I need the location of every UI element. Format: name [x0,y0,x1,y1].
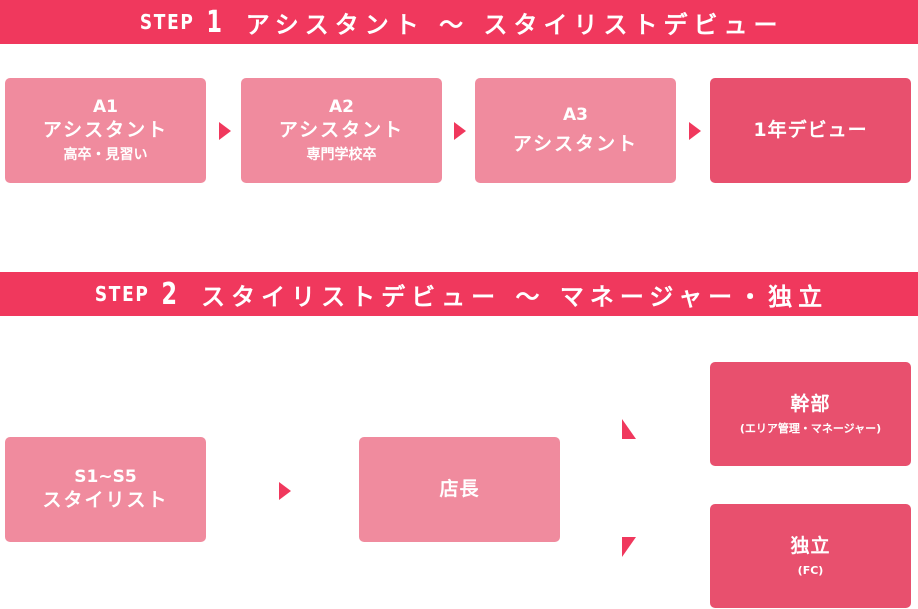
step2-title: スタイリストデビュー ～ マネージャー・独立 [201,282,829,311]
a3-title: アシスタント [512,133,639,156]
a2-code: A2 [329,97,354,117]
a2-subtitle: 専門学校卒 [306,147,377,164]
store-manager-box: 店長 [359,437,560,542]
a1-assistant-box: A1 アシスタント 高卒・見習い [5,78,206,183]
a1-subtitle: 高卒・見習い [63,147,148,164]
step2-banner: STEP 2 スタイリストデビュー ～ マネージャー・独立 [0,272,918,316]
arrow-right-icon [454,122,466,140]
a2-title: アシスタント [278,119,405,142]
stylist-code: S1~S5 [74,466,137,487]
independent-box: 独立 (FC) [710,504,911,608]
arrow-up-right-icon [622,419,636,439]
arrow-down-right-icon [622,537,636,557]
step1-word: STEP [139,10,195,34]
a3-assistant-box: A3 アシスタント [475,78,676,183]
step1-number: 1 [206,4,227,40]
debut-box: 1年デビュー [710,78,911,183]
arrow-right-icon [279,482,291,500]
a1-title: アシスタント [42,119,169,142]
a2-assistant-box: A2 アシスタント 専門学校卒 [241,78,442,183]
executive-box: 幹部 (エリア管理・マネージャー) [710,362,911,466]
step1-title: アシスタント ～ スタイリストデビュー [245,10,784,39]
step2-word: STEP [94,282,150,306]
store-manager-title: 店長 [439,478,480,501]
stylist-box: S1~S5 スタイリスト [5,437,206,542]
arrow-right-icon [689,122,701,140]
arrow-right-icon [219,122,231,140]
independent-title: 独立 [790,535,831,557]
independent-subtitle: (FC) [797,563,824,577]
step1-banner: STEP 1 アシスタント ～ スタイリストデビュー [0,0,918,44]
step2-number: 2 [161,276,182,312]
stylist-title: スタイリスト [42,489,169,512]
executive-subtitle: (エリア管理・マネージャー) [739,421,882,435]
debut-title: 1年デビュー [753,119,868,142]
executive-title: 幹部 [790,393,831,415]
a3-code: A3 [563,104,588,125]
a1-code: A1 [93,97,118,117]
